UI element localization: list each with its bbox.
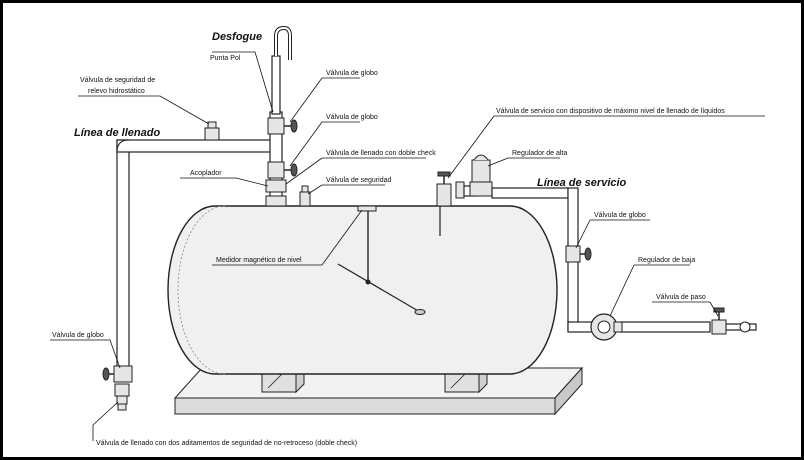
label-valvula-seguridad: Válvula de seguridad	[326, 177, 391, 184]
safety-valve[interactable]	[299, 185, 311, 207]
level-gauge-internal	[337, 205, 426, 315]
labels: Desfogue Punta Pol Válvula de globo Válv…	[52, 31, 725, 447]
label-desfogue: Desfogue	[212, 31, 262, 43]
label-regulador-baja: Regulador de baja	[638, 257, 695, 264]
globe-valve-top[interactable]	[267, 117, 298, 135]
concrete-base	[173, 366, 584, 416]
globe-valve-right[interactable]	[565, 245, 592, 263]
high-pressure-regulator[interactable]	[455, 154, 493, 199]
label-acoplador: Acoplador	[190, 170, 222, 177]
globe-valve-mid[interactable]	[267, 161, 298, 179]
leader-lines	[50, 51, 765, 441]
label-valvula-globo-right: Válvula de globo	[594, 212, 646, 219]
label-valvula-servicio: Válvula de servicio con dispositivo de m…	[496, 108, 725, 115]
lp-gas-tank	[167, 205, 558, 375]
label-valvula-llenado-doble-check: Válvula de llenado con doble check	[326, 150, 436, 157]
label-linea-llenado: Línea de llenado	[74, 127, 160, 139]
label-valvula-seguridad-relevo-1: Válvula de seguridad de	[80, 77, 155, 84]
label-valvula-globo-top: Válvula de globo	[326, 70, 378, 77]
label-valvula-globo-left: Válvula de globo	[52, 332, 104, 339]
label-regulador-alta: Regulador de alta	[512, 150, 567, 157]
label-valvula-globo-mid: Válvula de globo	[326, 114, 378, 121]
label-valvula-seguridad-relevo-2: relevo hidrostático	[88, 88, 145, 95]
label-medidor-nivel: Medidor magnético de nivel	[216, 257, 302, 264]
globe-valve-left[interactable]	[102, 365, 133, 383]
service-valve[interactable]	[436, 171, 452, 207]
filling-valve-bottom[interactable]	[114, 383, 130, 411]
passage-valve[interactable]	[711, 307, 751, 335]
hydrostatic-relief-valve[interactable]	[204, 121, 220, 141]
label-valvula-llenado-bottom: Válvula de llenado con dos aditamentos d…	[96, 440, 357, 447]
low-pressure-regulator[interactable]	[590, 313, 623, 341]
coupler	[265, 179, 287, 193]
filling-line-pipe	[116, 139, 278, 381]
label-punta-pol: Punta Pol	[210, 55, 241, 62]
label-valvula-paso: Válvula de paso	[656, 294, 706, 301]
vent-pipe	[271, 25, 292, 115]
label-linea-servicio: Línea de servicio	[537, 177, 627, 189]
